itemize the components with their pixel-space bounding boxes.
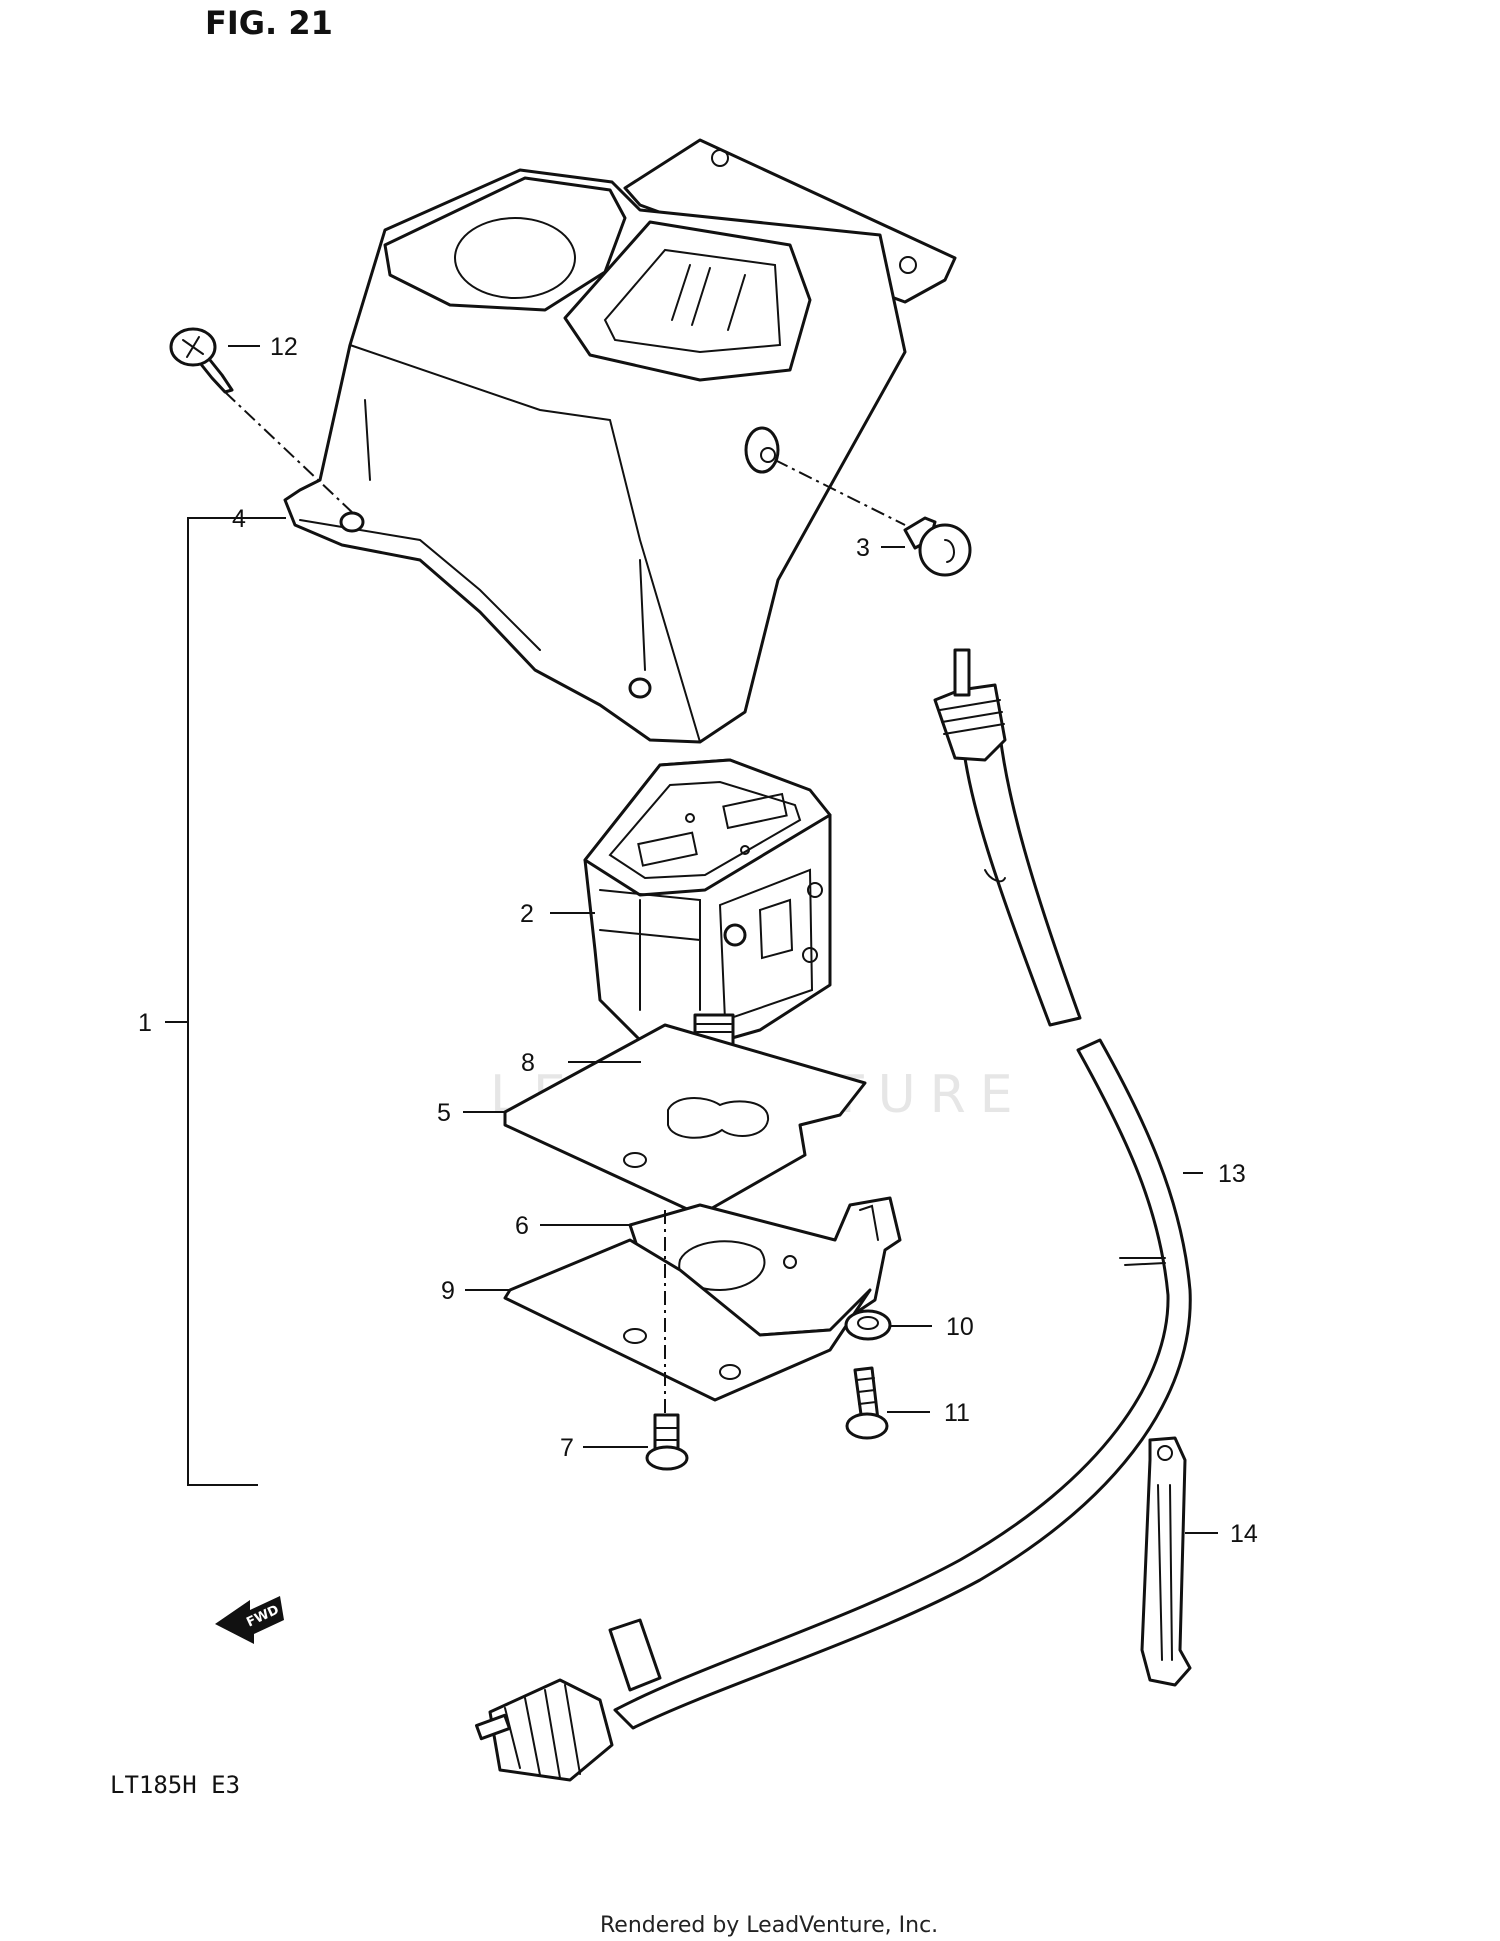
fwd-arrow-icon: FWD [215, 1596, 284, 1644]
washer-10 [844, 1309, 892, 1341]
assembly-bracket [187, 517, 258, 1486]
callout-10: 10 [946, 1313, 974, 1341]
screw-7 [645, 1413, 689, 1471]
screw-12 [169, 327, 234, 394]
model-label: LT185H E3 [110, 1771, 240, 1799]
callout-6: 6 [515, 1212, 529, 1240]
meter-housing [283, 138, 957, 744]
callout-1: 1 [138, 1009, 152, 1037]
speedometer [583, 758, 832, 1052]
callout-13: 13 [1218, 1160, 1246, 1188]
callout-14: 14 [1230, 1520, 1258, 1548]
callout-4: 4 [232, 505, 246, 533]
footer-credit: Rendered by LeadVenture, Inc. [600, 1913, 938, 1938]
gasket-5 [503, 1023, 867, 1217]
callout-7: 7 [560, 1434, 574, 1462]
callout-11: 11 [944, 1399, 970, 1427]
screw-11 [845, 1366, 889, 1440]
speedometer-cable [475, 648, 1192, 1782]
grommet-3 [903, 516, 972, 577]
figure-title: FIG. 21 [205, 4, 333, 42]
callout-12: 12 [270, 333, 298, 361]
callout-2: 2 [520, 900, 534, 928]
callout-5: 5 [437, 1099, 451, 1127]
cable-strap-14 [1140, 1436, 1192, 1687]
base-plate-9 [503, 1238, 872, 1402]
callout-3: 3 [856, 534, 870, 562]
callout-8: 8 [521, 1049, 535, 1077]
callout-9: 9 [441, 1277, 455, 1305]
